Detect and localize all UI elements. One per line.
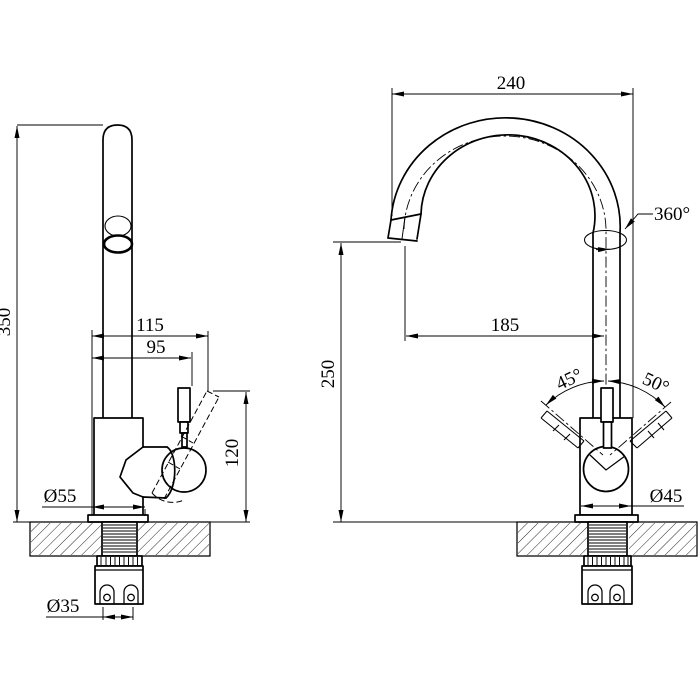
tilt-arc-left [545,378,605,406]
dim-45d-label: Ø45 [650,486,683,507]
countertop-hatch-right-2 [629,523,696,555]
housing-bottom-edge [142,496,167,499]
bracket-cutout-4 [609,584,625,604]
thread-lines [103,524,136,553]
base-flange-side [87,514,149,523]
right-view-object [387,117,698,605]
right-view: 240 360° 185 250 45° 50° Ø45 [318,73,698,605]
dim-240-label: 240 [497,73,526,94]
cartridge-cap-circle-front [582,445,630,493]
swivel-leader [624,213,653,230]
lever-stem-front [602,421,613,449]
bracket-cutout-1 [99,584,115,604]
dim-250-label: 250 [318,360,339,389]
handle-joint-pentagon [119,446,144,498]
left-view: 350 115 95 120 Ø55 Ø35 [0,124,250,620]
threaded-shank-side [101,521,138,557]
countertop-hatch-left [31,523,101,555]
right-view-dimensions: 240 360° 185 250 45° 50° Ø45 [318,73,690,523]
countertop-hatch-left-2 [518,523,587,555]
dim-350-label: 350 [0,308,15,337]
spout-tip [387,213,422,242]
left-view-dimensions: 350 115 95 120 Ø55 Ø35 [0,124,250,620]
dim-55-label: Ø55 [44,486,77,507]
cartridge-cap-circle-side [161,447,207,493]
spout-centerline [403,135,607,558]
gooseneck-inner-arc [420,134,596,419]
mounting-bracket-side [94,565,144,605]
thread-lines-2 [589,524,626,553]
outlet-bold-ring-icon [102,234,134,254]
bracket-cutout-3 [587,584,603,604]
housing-curve [165,446,176,499]
lever-grip-front [600,387,614,423]
dim-50-label: 50° [639,369,672,399]
dim-45-label: 45° [553,365,586,395]
dim-185-label: 185 [491,315,520,336]
threaded-shank-front [587,521,628,557]
gooseneck-outer-arc [390,117,622,419]
tilt-arc-right [607,379,666,408]
countertop-hatch-right [138,523,209,555]
dim-115-label: 115 [136,315,164,336]
lever-tilted-right [609,401,673,456]
dim-35-label: Ø35 [47,596,80,617]
left-view-object [29,124,220,605]
dim-95-label: 95 [147,337,166,358]
lever-pivot-v [589,454,626,471]
spout-tube-side [102,124,133,418]
bracket-cutout-2 [123,584,139,604]
lever-grip-side [177,387,191,423]
dim-120-label: 120 [222,439,243,468]
lever-tilted-phantom-side [151,390,220,503]
base-flange-front [574,514,639,523]
dim-360-label: 360° [654,204,690,225]
lever-tilted-left [540,400,604,456]
